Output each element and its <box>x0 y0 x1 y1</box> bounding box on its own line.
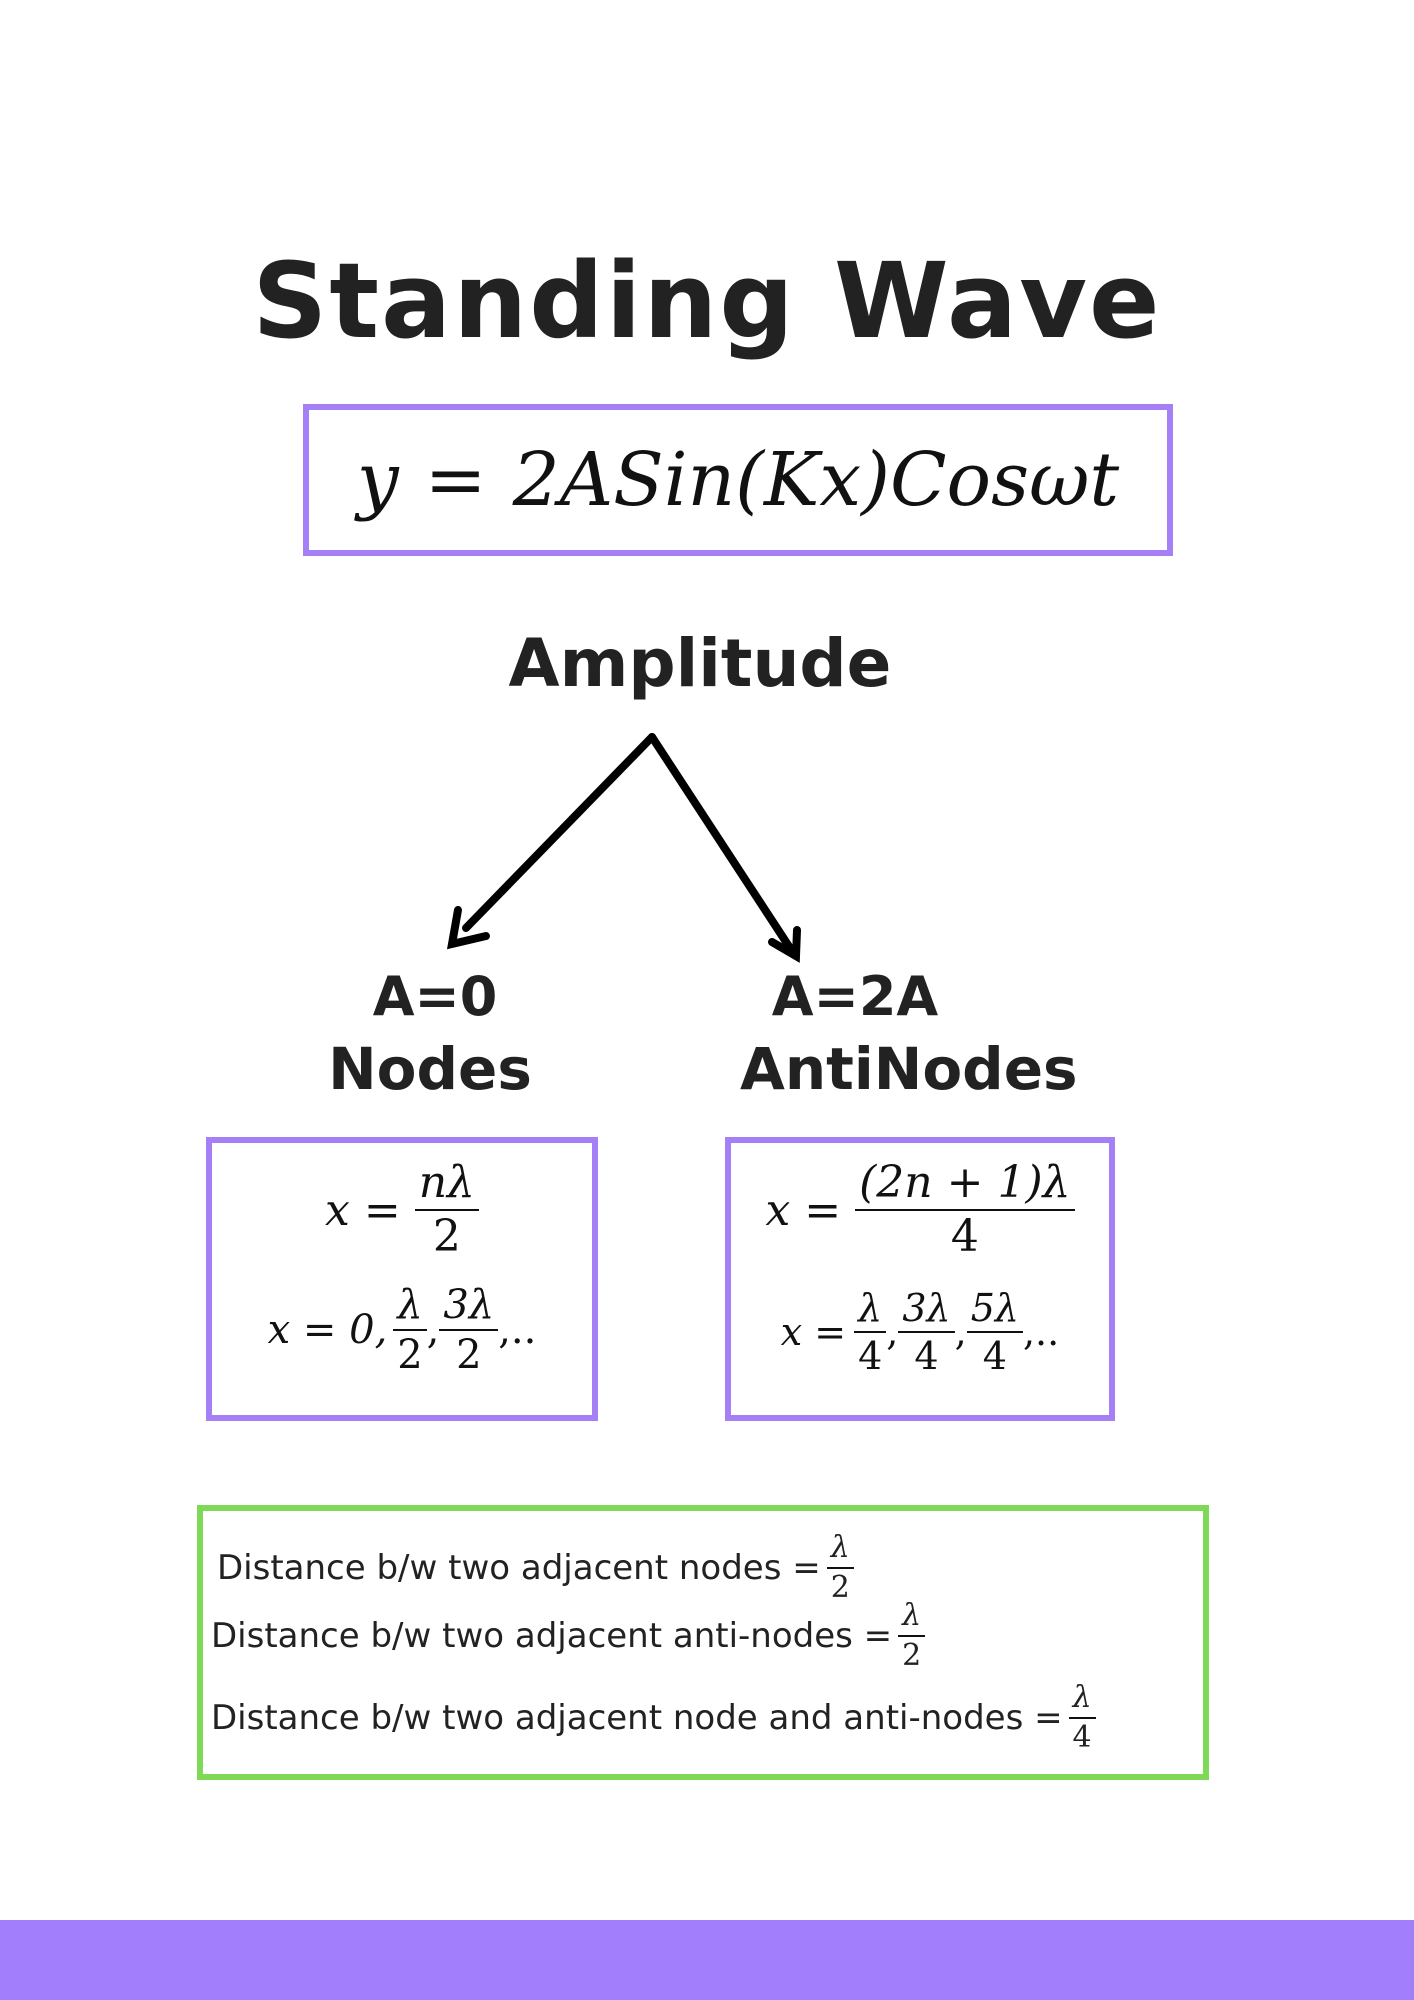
arrow-to-antinodes <box>648 733 801 963</box>
amplitude-label: Amplitude <box>508 625 892 702</box>
nodes-formula-denominator: 2 <box>432 1211 461 1262</box>
distance-numerator: λ <box>898 1601 926 1637</box>
distance-denominator: 2 <box>902 1638 922 1673</box>
distance-denominator: 2 <box>830 1570 850 1605</box>
equation-lhs: y <box>356 437 399 523</box>
antinodes-values-tail: ,.. <box>1022 1310 1060 1354</box>
nodes-label: Nodes <box>328 1035 532 1103</box>
nodes-value-numerator: λ <box>393 1285 427 1331</box>
arrow-to-nodes <box>447 733 656 950</box>
nodes-value-numerator: 3λ <box>439 1285 499 1331</box>
equation-equals: = <box>424 437 487 523</box>
page-title: Standing Wave <box>252 240 1162 362</box>
nodes-values-tail: ,.. <box>498 1307 537 1353</box>
distance-node-antinode: Distance b/w two adjacent node and anti-… <box>211 1683 1096 1753</box>
nodes-formula-numerator: nλ <box>414 1161 479 1211</box>
nodes-values-lhs: x = 0, <box>267 1307 388 1353</box>
antinodes-values-lhs: x = <box>780 1310 847 1354</box>
distance-numerator: λ <box>1068 1683 1096 1719</box>
distance-numerator: λ <box>826 1533 854 1569</box>
antinodes-condition: A=2A <box>771 965 939 1028</box>
antinodes-label: AntiNodes <box>740 1035 1078 1103</box>
antinodes-formula-lhs: x = <box>765 1184 842 1236</box>
nodes-condition: A=0 <box>372 965 498 1028</box>
distance-text: Distance b/w two adjacent node and anti-… <box>211 1698 1063 1738</box>
antinodes-value-denominator: 4 <box>982 1334 1007 1378</box>
nodes-value-denominator: 2 <box>397 1332 423 1378</box>
footer-bar <box>0 1920 1414 2000</box>
wave-equation-box: y = 2ASin(Kx)Cosωt <box>303 404 1173 556</box>
antinodes-formula-numerator: (2n + 1)λ <box>855 1161 1075 1211</box>
distance-denominator: 4 <box>1072 1720 1092 1755</box>
nodes-formula-lhs: x = <box>325 1184 401 1236</box>
antinodes-formula-denominator: 4 <box>950 1211 979 1262</box>
distance-antinodes: Distance b/w two adjacent anti-nodes = λ… <box>211 1601 926 1673</box>
antinodes-value-numerator: 3λ <box>898 1289 955 1333</box>
antinodes-value-denominator: 4 <box>858 1334 883 1378</box>
antinodes-value-numerator: 5λ <box>966 1289 1023 1333</box>
antinodes-value-denominator: 4 <box>914 1334 939 1378</box>
distance-text: Distance b/w two adjacent nodes = <box>217 1548 821 1588</box>
nodes-value-denominator: 2 <box>456 1332 482 1378</box>
equation-rhs: 2ASin(Kx)Cosωt <box>512 437 1120 523</box>
distance-text: Distance b/w two adjacent anti-nodes = <box>211 1616 893 1656</box>
antinodes-value-numerator: λ <box>854 1289 887 1333</box>
